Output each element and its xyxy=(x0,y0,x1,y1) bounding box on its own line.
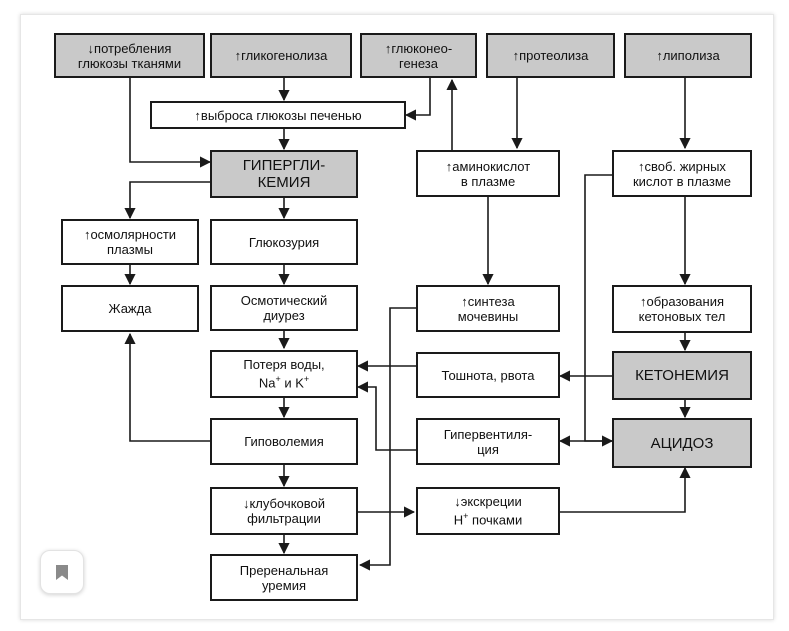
node-water-loss: Потеря воды, Na+ и K+ xyxy=(210,350,358,398)
node-amino-acids: ↑аминокислот в плазме xyxy=(416,150,560,197)
node-ketonemia: КЕТОНЕМИЯ xyxy=(612,351,752,400)
node-acidosis: АЦИДОЗ xyxy=(612,418,752,468)
node-ketone-formation: ↑образования кетоновых тел xyxy=(612,285,752,333)
node-h-excretion: ↓экскреции H+ почками xyxy=(416,487,560,535)
node-proteolysis: ↑протеолиза xyxy=(486,33,615,78)
arrow-hexcretion-acidosis xyxy=(560,466,691,513)
arrow-urea-uremia xyxy=(358,307,416,571)
node-hyperglycemia: ГИПЕРГЛИ- КЕМИЯ xyxy=(210,150,358,198)
node-free-fatty-acids: ↑своб. жирных кислот в плазме xyxy=(612,150,752,197)
node-glycogenolysis: ↑гликогенолиза xyxy=(210,33,352,78)
bookmark-button[interactable] xyxy=(40,550,84,594)
node-prerenal-uremia: Преренальная уремия xyxy=(210,554,358,601)
arrow-hypovolemia-thirst xyxy=(124,332,210,442)
node-liver-glucose: ↑выброса глюкозы печенью xyxy=(150,101,406,129)
arrow-gluconeo-liver xyxy=(404,78,431,121)
node-osmotic-diuresis: Осмотический диурез xyxy=(210,285,358,331)
node-hyperventilation: Гипервентиля- ция xyxy=(416,418,560,465)
node-glucosuria: Глюкозурия xyxy=(210,219,358,265)
node-glucose-uptake: ↓потребления глюкозы тканями xyxy=(54,33,205,78)
node-nausea: Тошнота, рвота xyxy=(416,352,560,398)
node-hypovolemia: Гиповолемия xyxy=(210,418,358,465)
node-osmolarity: ↑осмолярности плазмы xyxy=(61,219,199,265)
node-urea-synthesis: ↑синтеза мочевины xyxy=(416,285,560,332)
arrow-hyperventilation-waterloss xyxy=(356,381,416,451)
arrow-uptake-hyperglycemia xyxy=(129,78,212,168)
arrow-ffa-acidosis xyxy=(584,174,614,447)
node-thirst: Жажда xyxy=(61,285,199,332)
arrow-hyperglycemia-osmolarity xyxy=(124,181,210,220)
node-lipolysis: ↑липолиза xyxy=(624,33,752,78)
node-gfr: ↓клубочковой фильтрации xyxy=(210,487,358,535)
node-gluconeogenesis: ↑глюконео- генеза xyxy=(360,33,477,78)
bookmark-icon xyxy=(56,564,68,580)
